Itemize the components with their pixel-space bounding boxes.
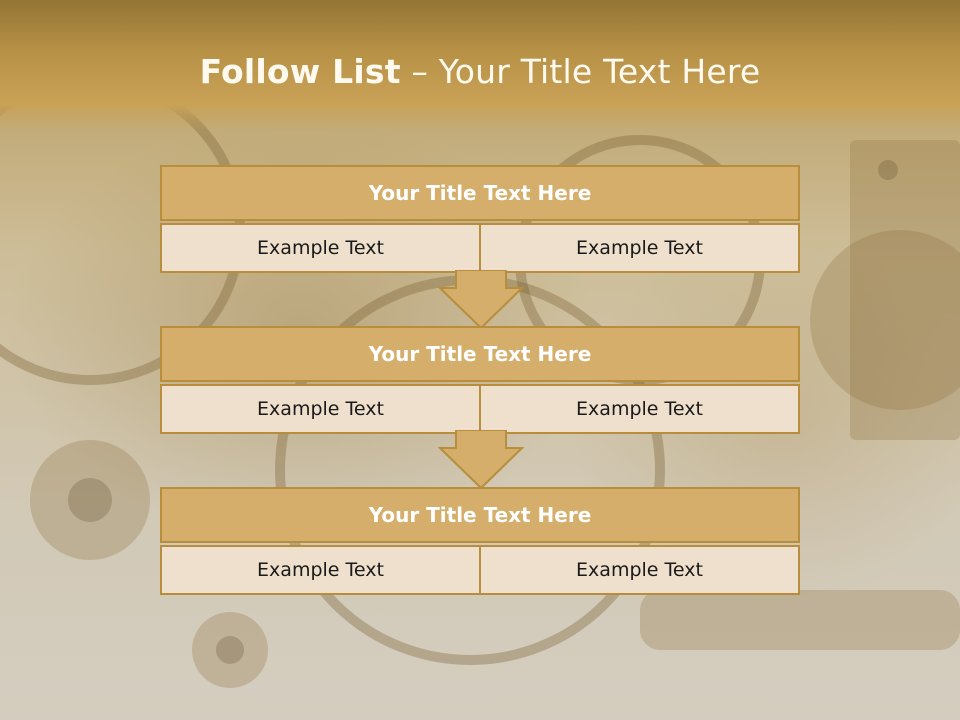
down-arrow-icon (438, 270, 524, 330)
step-cell-right: Example Text (481, 223, 800, 273)
step-row: Example Text Example Text (160, 545, 800, 595)
step-cell-right: Example Text (481, 545, 800, 595)
step-cell-left: Example Text (160, 384, 481, 434)
slide-title: Follow List – Your Title Text Here (0, 52, 960, 91)
slide-title-strong: Follow List (199, 52, 401, 91)
step-block-1: Your Title Text Here Example Text Exampl… (160, 165, 800, 273)
step-block-2: Your Title Text Here Example Text Exampl… (160, 326, 800, 434)
step-title: Your Title Text Here (160, 487, 800, 543)
step-title: Your Title Text Here (160, 326, 800, 382)
step-cell-left: Example Text (160, 223, 481, 273)
title-band (0, 0, 960, 130)
down-arrow-icon (438, 430, 524, 490)
step-title: Your Title Text Here (160, 165, 800, 221)
slide-title-rest: – Your Title Text Here (400, 52, 761, 91)
step-cell-left: Example Text (160, 545, 481, 595)
step-cell-right: Example Text (481, 384, 800, 434)
step-row: Example Text Example Text (160, 384, 800, 434)
step-block-3: Your Title Text Here Example Text Exampl… (160, 487, 800, 595)
step-row: Example Text Example Text (160, 223, 800, 273)
